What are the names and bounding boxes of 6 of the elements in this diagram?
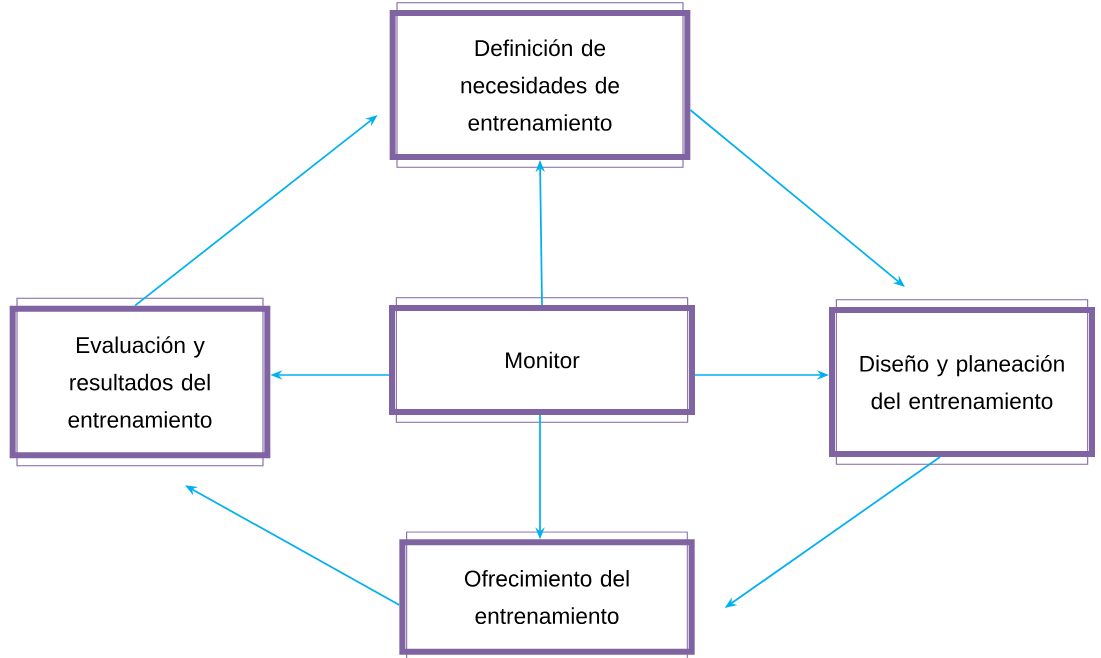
arrow xyxy=(689,109,905,287)
process-box: Evaluación y resultados del entrenamiento xyxy=(9,297,271,467)
process-box: Monitor xyxy=(389,297,695,423)
process-box: Diseño y planeación del entrenamiento xyxy=(829,299,1095,465)
process-box: Definición de necesidades de entrenamiento xyxy=(389,2,691,168)
process-box: Ofrecimiento del entrenamiento xyxy=(399,531,695,658)
